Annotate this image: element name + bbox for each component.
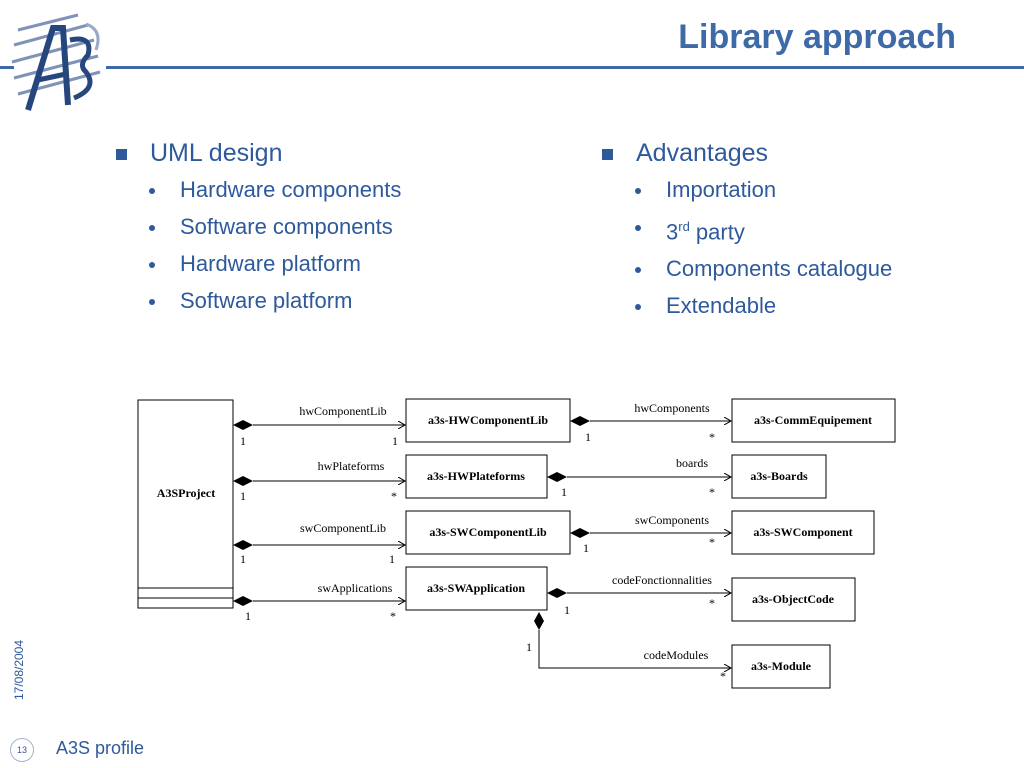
library-class-hwplateforms: a3s-HWPlateforms [405, 454, 548, 499]
svg-text:hwComponents: hwComponents [634, 401, 710, 415]
uml-design-list: UML design Hardware components Software … [116, 138, 401, 323]
association-hwcomponents: hwComponents 1 * [570, 401, 731, 444]
svg-text:1: 1 [389, 552, 395, 566]
svg-text:a3s-Module: a3s-Module [751, 659, 812, 673]
svg-text:swComponentLib: swComponentLib [300, 521, 386, 535]
svg-text:*: * [391, 489, 397, 503]
svg-text:swComponents: swComponents [635, 513, 709, 527]
svg-text:a3s-SWComponentLib: a3s-SWComponentLib [429, 525, 547, 539]
target-class-commequipement: a3s-CommEquipement [731, 398, 896, 443]
a3s-logo [11, 13, 101, 111]
list-item: Hardware platform [116, 249, 401, 279]
a3sproject-label: A3SProject [157, 486, 215, 500]
svg-text:a3s-Boards: a3s-Boards [750, 469, 808, 483]
svg-text:boards: boards [676, 456, 708, 470]
svg-text:*: * [709, 430, 715, 444]
svg-text:*: * [390, 609, 396, 623]
svg-text:1: 1 [240, 552, 246, 566]
target-class-boards: a3s-Boards [731, 454, 827, 499]
svg-text:*: * [709, 535, 715, 549]
association-swcomponentlib: swComponentLib 1 1 [233, 521, 405, 566]
svg-text:*: * [709, 485, 715, 499]
library-class-hwcomponentlib: a3s-HWComponentLib [405, 398, 571, 443]
list-item: Software components [116, 212, 401, 242]
svg-text:swApplications: swApplications [318, 581, 393, 595]
dot-bullet-icon [635, 225, 641, 231]
association-boards: boards 1 * [547, 456, 731, 499]
advantages-list: Advantages Importation 3rd party Compone… [602, 138, 892, 328]
dot-bullet-icon [149, 262, 155, 268]
list-item: Hardware components [116, 175, 401, 205]
association-codemodules: codeModules 1 * [526, 612, 731, 683]
advantages-heading: Advantages [602, 138, 892, 168]
list-item: Software platform [116, 286, 401, 316]
square-bullet-icon [602, 149, 613, 160]
title-rule [106, 66, 1024, 69]
svg-text:1: 1 [245, 609, 251, 623]
svg-text:*: * [720, 669, 726, 683]
dot-bullet-icon [149, 225, 155, 231]
svg-text:codeModules: codeModules [644, 648, 709, 662]
square-bullet-icon [116, 149, 127, 160]
svg-text:codeFonctionnalities: codeFonctionnalities [612, 573, 712, 587]
footer-title: A3S profile [56, 738, 145, 758]
svg-text:hwPlateforms: hwPlateforms [318, 459, 385, 473]
list-item: Importation [602, 175, 892, 205]
slide-date: 17/08/2004 [12, 639, 27, 701]
list-item: Extendable [602, 291, 892, 321]
association-hwplateforms: hwPlateforms 1 * [233, 459, 405, 503]
svg-text:*: * [709, 596, 715, 610]
a3sproject-class: A3SProject [137, 399, 234, 609]
dot-bullet-icon [635, 267, 641, 274]
page-number: 13 [10, 738, 34, 762]
target-class-swcomponent: a3s-SWComponent [731, 510, 875, 555]
list-item: Components catalogue [602, 254, 892, 284]
target-class-module: a3s-Module [731, 644, 831, 689]
svg-text:1: 1 [526, 640, 532, 654]
uml-design-heading: UML design [116, 138, 401, 168]
slide-title: Library approach [678, 18, 956, 56]
library-class-swapplication: a3s-SWApplication [405, 566, 548, 611]
svg-text:a3s-CommEquipement: a3s-CommEquipement [754, 413, 872, 427]
target-class-objectcode: a3s-ObjectCode [731, 577, 856, 622]
svg-text:a3s-HWPlateforms: a3s-HWPlateforms [427, 469, 525, 483]
association-swapplications: swApplications 1 * [233, 581, 405, 623]
dot-bullet-icon [635, 188, 641, 194]
svg-text:1: 1 [240, 489, 246, 503]
svg-text:1: 1 [561, 485, 567, 499]
association-swcomponents: swComponents 1 * [570, 513, 731, 555]
svg-text:a3s-ObjectCode: a3s-ObjectCode [752, 592, 835, 606]
svg-text:a3s-SWComponent: a3s-SWComponent [753, 525, 852, 539]
library-class-swcomponentlib: a3s-SWComponentLib [405, 510, 571, 555]
dot-bullet-icon [635, 304, 641, 311]
title-rule-left [0, 66, 14, 69]
dot-bullet-icon [149, 299, 155, 305]
svg-text:1: 1 [583, 541, 589, 555]
svg-text:1: 1 [240, 434, 246, 448]
svg-text:1: 1 [392, 434, 398, 448]
svg-text:a3s-SWApplication: a3s-SWApplication [427, 581, 525, 595]
association-codefonctionnalities: codeFonctionnalities 1 * [547, 573, 731, 617]
svg-text:1: 1 [585, 430, 591, 444]
svg-text:hwComponentLib: hwComponentLib [299, 404, 386, 418]
svg-text:1: 1 [564, 603, 570, 617]
svg-text:a3s-HWComponentLib: a3s-HWComponentLib [428, 413, 548, 427]
dot-bullet-icon [149, 188, 155, 194]
association-hwcomponentlib: hwComponentLib 1 1 [233, 404, 405, 448]
list-item: 3rd party [602, 212, 892, 247]
